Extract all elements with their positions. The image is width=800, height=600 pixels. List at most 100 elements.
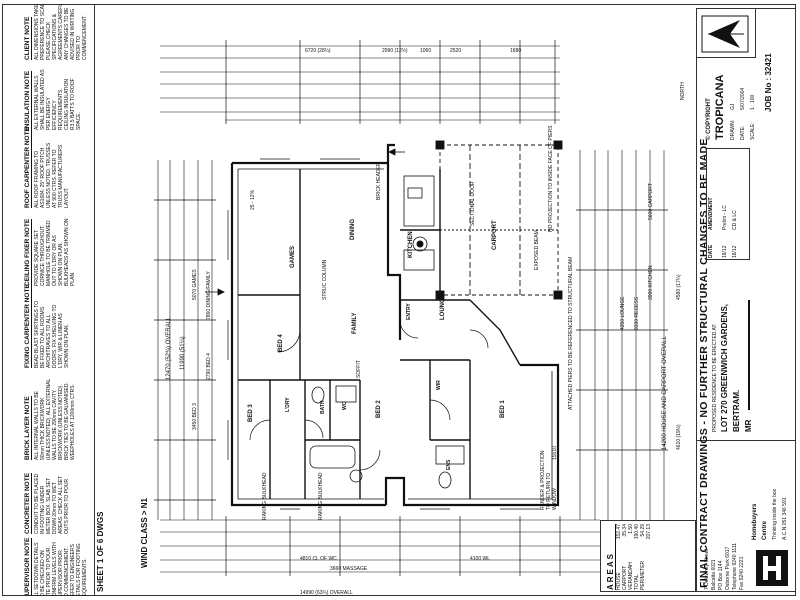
door-swings — [249, 319, 489, 471]
company-box — [696, 440, 796, 592]
dim-3990: 3990 KITCHEN — [648, 265, 654, 300]
scale-value: 1 : 100 — [750, 94, 756, 110]
label-raking-bulkhead-2: RAKING BULKHEAD — [318, 472, 324, 520]
room-kitchen: KITCHEN — [408, 231, 414, 258]
amend-text-2: CD & LC — [732, 210, 738, 230]
room-wir: WIR — [436, 380, 442, 390]
dim-1680: 1680 — [510, 48, 522, 54]
section-marker-2 — [416, 240, 424, 248]
room-bath: BATH — [320, 400, 326, 414]
label-raking-bulkhead-1: RAKING BULKHEAD — [262, 472, 268, 520]
proposed-label: PROPOSED RESIDENCE TO BE ERECTED AT: — [712, 323, 718, 432]
room-entry: ENTRY — [406, 303, 412, 320]
area-value: 207.13 — [646, 524, 652, 540]
copyright-text: COPYRIGHT — [706, 98, 712, 134]
dim-top-overall: 14990 (63¼) OVERALL — [300, 590, 353, 596]
dim-2520: 2520 — [450, 48, 462, 54]
design-name: TROPICANA — [714, 74, 726, 140]
company-address-4: Osborne Park 6017 — [725, 546, 731, 590]
company-address-2: Balcatta 6021 — [711, 559, 717, 590]
room-bed3: BED 3 — [248, 404, 254, 422]
amendment-box — [706, 148, 750, 260]
dim-2990: 2990 (12½) — [382, 48, 408, 54]
room-family: FAMILY — [352, 312, 358, 334]
dim-left-overall: 12470 (52¾) OVERALL — [166, 316, 172, 380]
exterior-walls — [230, 143, 560, 507]
label-exposed-beam: EXPOSED BEAM — [534, 230, 540, 270]
room-wc: WC — [342, 401, 348, 410]
notes-column: SUPERVISOR NOTE ALL SETDOWN DETAILS TO B… — [2, 4, 95, 596]
client-name-redaction — [748, 300, 750, 410]
areas-row: 207.13 — [646, 524, 652, 590]
interior-walls — [238, 169, 521, 499]
carport-structure — [435, 140, 563, 300]
north-arrow-icon — [701, 15, 749, 53]
north-label: NORTH — [680, 82, 686, 100]
dim-4100: 4100 WL — [470, 556, 491, 562]
label-ceiling-height: 25 - 12% — [250, 189, 256, 210]
dim-3450: 3450 BED 3 — [192, 403, 198, 430]
copyright-icon: © — [706, 135, 712, 140]
dim-ticks — [154, 40, 668, 576]
label-garage-door: SECTIONAL DOOR — [470, 181, 476, 226]
dim-bottom-overall: 15510 — [552, 446, 558, 460]
company-address-3: PO Box 1144 — [718, 560, 724, 590]
company-fax: Fax 9240 2221 — [739, 556, 745, 590]
room-carport: CARPORT — [492, 220, 498, 250]
dim-carport: 4580 (17¼) — [676, 274, 682, 300]
room-bed4: BED 4 — [278, 334, 284, 352]
amend-date-1: 18/12 — [722, 245, 728, 258]
date2-label: DATE: — [740, 125, 746, 140]
room-bed1: BED 1 — [500, 400, 506, 418]
windows — [227, 158, 540, 510]
company-tagline: Thinking inside the box — [772, 488, 778, 540]
company-address-1: 7 Delawney Street — [704, 549, 710, 590]
room-bed2: BED 2 — [376, 400, 382, 418]
label-struc-column: STRUC COLUMN — [322, 259, 328, 300]
company-name-2: Centre — [762, 520, 768, 540]
dim-5600: 5600 CARPORT — [648, 183, 654, 220]
room-dining: DINING — [350, 219, 356, 240]
north-box — [696, 8, 756, 58]
drawn-label: DRAWN: — [730, 119, 736, 140]
dim-3660: 3660 MASSAGE — [330, 566, 368, 572]
dim-1060: 1060 — [420, 48, 432, 54]
scale-label: SCALE: — [750, 122, 756, 140]
amend-date-2: 18/12 — [732, 245, 738, 258]
homebuyers-logo-icon — [756, 550, 788, 586]
job-number: JOB No : 32421 — [764, 53, 773, 112]
dim-4350: 4350 LOUNGE — [620, 296, 626, 330]
dim-3330: 3330 RECESS — [634, 296, 640, 330]
dim-7860: 7860 DINING/FAMILY — [206, 271, 212, 320]
copyright-label: © COPYRIGHT — [706, 98, 713, 140]
company-name: Homebuyers — [752, 503, 758, 540]
dim-left-overall-2: 11990 (51¼) — [180, 336, 186, 370]
room-games: GAMES — [290, 245, 296, 268]
amend-text-1: Prelim - LC — [722, 204, 728, 230]
label-no-projection: NO PROJECTION TO INSIDE FACE OF PIERS — [548, 125, 554, 233]
dim-2790: 2790 BED 4 — [206, 353, 212, 380]
wet-area-fittings — [309, 385, 465, 489]
company-acn: A.C.N 051 346 591 — [782, 497, 788, 540]
dim-house-carport: 14200 HOUSE AND CARPORT OVERALL — [662, 336, 668, 450]
drawn-value: GJ — [730, 103, 736, 110]
areas-table — [600, 520, 696, 592]
company-phone: Telephone 9240 1111 — [732, 543, 738, 590]
client-prefix: MR — [744, 419, 753, 432]
amendment-label: AMENDMENT — [708, 197, 714, 231]
dim-6720: 6720 (28¼) — [305, 48, 331, 54]
dim-house: 4610 (19½) — [676, 424, 682, 450]
exterior-walls-inner — [237, 168, 553, 500]
date2-value: 5/07/2004 — [740, 87, 746, 110]
room-ens: ENS — [446, 459, 452, 470]
dim-5070: 5070 GAMES — [192, 269, 198, 300]
section-marker-1 — [349, 469, 363, 483]
date-label: DATE — [708, 244, 714, 258]
section-arrows — [205, 148, 405, 296]
kitchen-fittings — [403, 175, 435, 271]
room-lounge: LOUNGE — [440, 294, 446, 320]
label-brick-header: BRICK HEADER — [376, 162, 382, 200]
room-laundry: L'DRY — [285, 397, 291, 412]
